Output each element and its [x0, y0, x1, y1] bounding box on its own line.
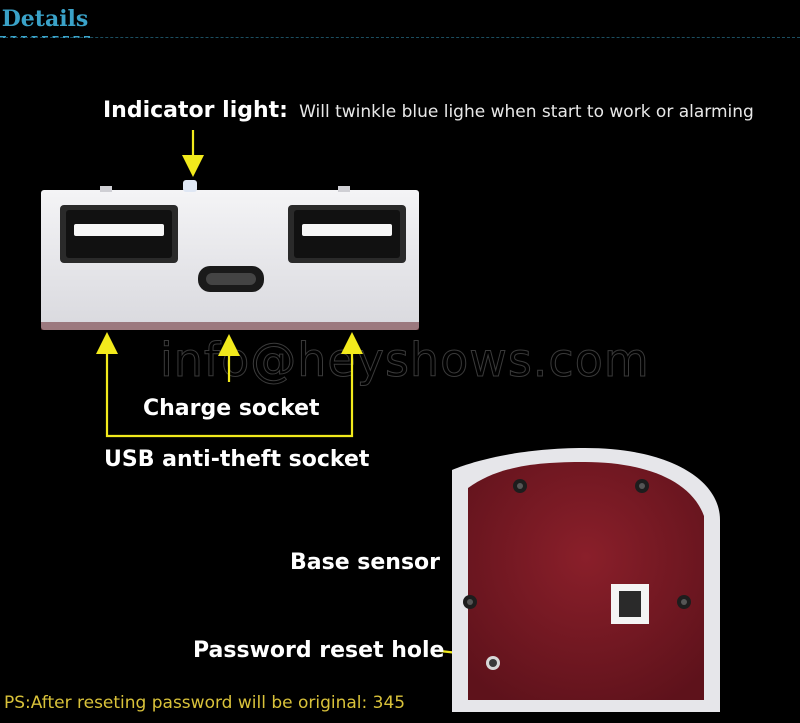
usb-socket-label: USB anti-theft socket [104, 447, 370, 472]
indicator-light-label: Indicator light: [103, 98, 288, 123]
base-plate [452, 448, 720, 712]
indicator-label-group: Indicator light: Will twinkle blue lighe… [103, 98, 754, 123]
device-top-notch-right [338, 186, 350, 192]
password-note: PS:After reseting password will be origi… [4, 693, 406, 713]
usb-port-right [288, 205, 406, 263]
watermark: info@heyshows.com [160, 333, 650, 388]
micro-usb-port [198, 266, 264, 292]
indicator-light [183, 180, 197, 192]
password-reset-label: Password reset hole [193, 638, 445, 663]
indicator-light-description: Will twinkle blue lighe when start to wo… [299, 102, 754, 122]
usb-port-left [60, 205, 178, 263]
usb-device [41, 180, 419, 330]
charge-socket-label: Charge socket [143, 396, 320, 421]
device-base-strip [41, 322, 419, 330]
usb-socket-bracket [105, 345, 354, 438]
base-sensor-label: Base sensor [290, 550, 441, 575]
title-divider [0, 37, 800, 38]
device-top-notch-left [100, 186, 112, 192]
